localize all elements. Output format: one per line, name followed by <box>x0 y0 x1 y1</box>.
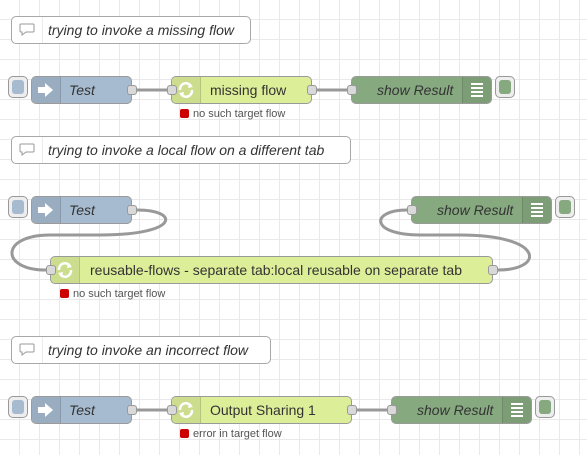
link-call-label: Output Sharing 1 <box>210 402 316 418</box>
input-port[interactable] <box>407 205 417 215</box>
input-port[interactable] <box>347 85 357 95</box>
inject-label: Test <box>69 82 95 98</box>
comment-node-local-flow[interactable]: trying to invoke a local flow on a diffe… <box>11 136 351 164</box>
list-icon <box>522 197 551 223</box>
inject-label: Test <box>69 402 95 418</box>
inject-label: Test <box>69 202 95 218</box>
status-text: no such target flow <box>73 288 166 300</box>
output-port[interactable] <box>488 265 498 275</box>
output-port[interactable] <box>127 405 137 415</box>
comment-label: trying to invoke an incorrect flow <box>48 342 248 358</box>
inject-trigger-button[interactable] <box>8 76 28 98</box>
debug-toggle-button[interactable] <box>535 396 555 418</box>
arrow-in-icon <box>32 397 61 423</box>
debug-label: show Result <box>417 402 494 418</box>
inject-trigger-button[interactable] <box>8 396 28 418</box>
inject-node-test[interactable]: Test <box>31 76 132 104</box>
inject-trigger-button[interactable] <box>8 196 28 218</box>
debug-toggle-button[interactable] <box>555 196 575 218</box>
status-indicator: error in target flow <box>180 428 282 440</box>
inject-node-test[interactable]: Test <box>31 396 132 424</box>
list-icon <box>502 397 531 423</box>
refresh-icon <box>172 397 201 423</box>
speech-bubble-icon <box>12 17 43 43</box>
comment-label: trying to invoke a local flow on a diffe… <box>48 142 325 158</box>
input-port[interactable] <box>46 265 56 275</box>
output-port[interactable] <box>307 85 317 95</box>
arrow-in-icon <box>32 77 61 103</box>
output-port[interactable] <box>127 85 137 95</box>
output-port[interactable] <box>127 205 137 215</box>
link-call-label: reusable-flows - separate tab:local reus… <box>90 262 462 278</box>
debug-node-show-result[interactable]: show Result <box>391 396 532 424</box>
link-call-label: missing flow <box>210 82 287 98</box>
output-port[interactable] <box>347 405 357 415</box>
comment-label: trying to invoke a missing flow <box>48 22 234 38</box>
link-call-node-output-sharing[interactable]: Output Sharing 1 <box>171 396 352 424</box>
debug-toggle-button[interactable] <box>495 76 515 98</box>
wire <box>379 208 531 272</box>
error-dot <box>60 289 69 298</box>
debug-label: show Result <box>377 82 454 98</box>
wire <box>10 208 167 272</box>
debug-node-show-result[interactable]: show Result <box>351 76 492 104</box>
status-indicator: no such target flow <box>60 288 165 300</box>
debug-label: show Result <box>437 202 514 218</box>
link-call-node-missing-flow[interactable]: missing flow <box>171 76 312 104</box>
error-dot <box>180 109 189 118</box>
arrow-in-icon <box>32 197 61 223</box>
speech-bubble-icon <box>12 137 43 163</box>
list-icon <box>462 77 491 103</box>
link-call-node-reusable-flows[interactable]: reusable-flows - separate tab:local reus… <box>50 256 493 284</box>
speech-bubble-icon <box>12 337 43 363</box>
status-text: no such target flow <box>193 108 286 120</box>
status-text: error in target flow <box>193 428 282 440</box>
error-dot <box>180 429 189 438</box>
comment-node-incorrect-flow[interactable]: trying to invoke an incorrect flow <box>11 336 271 364</box>
input-port[interactable] <box>167 405 177 415</box>
input-port[interactable] <box>387 405 397 415</box>
status-indicator: no such target flow <box>180 108 285 120</box>
input-port[interactable] <box>167 85 177 95</box>
comment-node-missing-flow[interactable]: trying to invoke a missing flow <box>11 16 251 44</box>
inject-node-test[interactable]: Test <box>31 196 132 224</box>
debug-node-show-result[interactable]: show Result <box>411 196 552 224</box>
